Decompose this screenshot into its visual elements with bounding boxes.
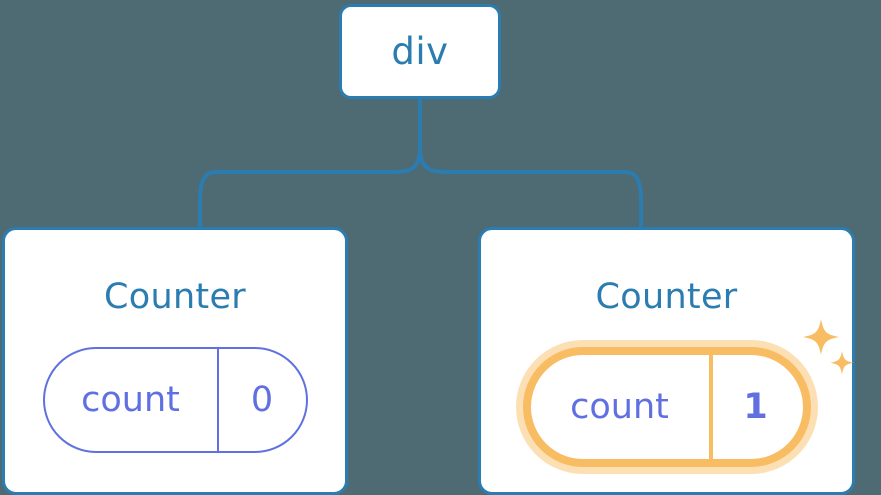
- state-pill-value-cell: 0: [219, 349, 306, 451]
- node-root-label: div: [391, 30, 449, 73]
- state-pill-count-updated[interactable]: count 1: [522, 347, 811, 467]
- state-pill-key-cell: count: [45, 349, 219, 451]
- state-pill-count[interactable]: count 0: [42, 347, 308, 453]
- state-pill-value-label: 1: [743, 386, 768, 427]
- connector-to-left-child: [198, 146, 422, 230]
- node-root-div[interactable]: div: [339, 4, 501, 99]
- sparkle-group: [802, 319, 854, 375]
- state-pill-value-cell: 1: [713, 355, 799, 459]
- state-pill-key-label: count: [81, 379, 180, 420]
- state-pill-key-label: count: [570, 386, 669, 427]
- state-pill-wrapper-left: count 0: [42, 347, 308, 453]
- card-title: Counter: [104, 277, 246, 317]
- connector-to-right-child: [418, 146, 643, 230]
- card-title: Counter: [595, 277, 738, 317]
- state-pill-wrapper-right: count 1: [522, 319, 854, 467]
- sparkle-icon: [829, 351, 854, 375]
- state-pill-value-label: 0: [250, 379, 274, 420]
- sparkle-icon: [802, 319, 839, 355]
- card-counter-left[interactable]: Counter count 0: [2, 227, 348, 495]
- card-counter-right[interactable]: Counter count 1: [478, 227, 855, 495]
- state-pill-key-cell: count: [531, 355, 713, 459]
